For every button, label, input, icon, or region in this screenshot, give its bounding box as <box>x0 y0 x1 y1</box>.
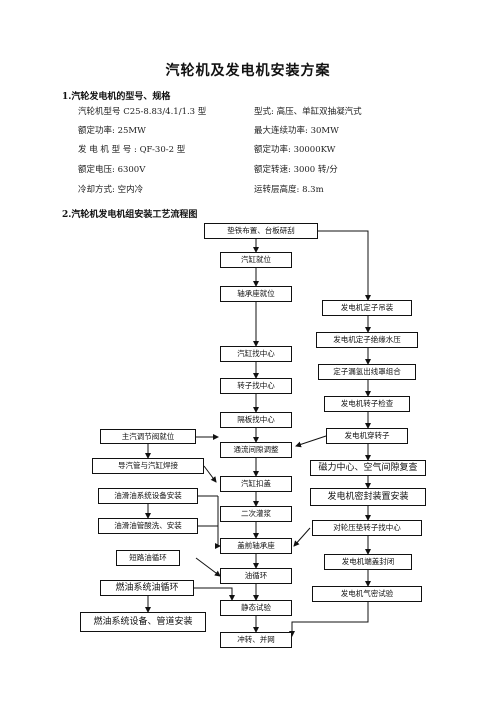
flow-gen-9: 发电机气密试验 <box>312 586 422 602</box>
flow-gen-7: 对轮压垫转子找中心 <box>312 520 422 536</box>
spec-left-3: 额定电压: 6300V <box>78 165 146 175</box>
flow-main-11: 冲转、并网 <box>220 632 292 648</box>
flow-main-4: 隔板找中心 <box>220 412 292 428</box>
flow-left-2: 油滑油系统设备安装 <box>98 488 198 504</box>
spec-right-0: 型式: 高压、单缸双抽凝汽式 <box>254 107 362 117</box>
flow-gen-2: 定子漏氢出线罩组合 <box>318 364 416 380</box>
flow-box-top: 垫铁布置、台板研刮 <box>204 223 318 239</box>
flow-main-2: 汽缸找中心 <box>220 346 292 362</box>
flow-gen-0: 发电机定子吊装 <box>322 300 412 316</box>
section2-heading: 2.汽轮机发电机组安装工艺流程图 <box>62 210 198 220</box>
flow-main-7: 二次灌浆 <box>220 506 292 522</box>
flow-left-0: 主汽调节阀就位 <box>100 429 196 444</box>
flow-main-6: 汽缸扣盖 <box>220 476 292 492</box>
flow-left-6: 燃油系统设备、管道安装 <box>80 612 206 632</box>
spec-right-2: 额定功率: 30000KW <box>254 145 336 155</box>
flow-main-1: 轴承座就位 <box>220 286 292 302</box>
spec-right-1: 最大连续功率: 30MW <box>254 126 339 136</box>
spec-right-4: 运转层高度: 8.3m <box>254 185 324 195</box>
flow-main-9: 油循环 <box>220 568 292 584</box>
section1-heading: 1.汽轮发电机的型号、规格 <box>62 92 171 102</box>
spec-left-2: 发 电 机 型 号 : QF-30-2 型 <box>78 145 186 155</box>
spec-right-3: 额定转速: 3000 转/分 <box>254 165 338 175</box>
flow-gen-1: 发电机定子绝缘水压 <box>316 332 418 348</box>
flow-left-4: 短路油循环 <box>116 550 180 566</box>
flow-gen-5: 磁力中心、空气间隙复查 <box>310 460 426 476</box>
spec-left-0: 汽轮机型号 C25-8.83/4.1/1.3 型 <box>78 107 207 117</box>
flow-left-3: 油滑油管酸洗、安装 <box>98 518 198 534</box>
flow-gen-8: 发电机端盖封闭 <box>324 554 412 570</box>
flow-main-3: 转子找中心 <box>220 378 292 394</box>
flow-main-5: 通流间隙调整 <box>220 442 292 458</box>
page-title: 汽轮机及发电机安装方案 <box>165 63 331 79</box>
flow-main-0: 汽缸就位 <box>220 252 292 268</box>
flow-main-10: 静态试验 <box>220 600 292 616</box>
flow-gen-4: 发电机穿转子 <box>326 428 408 444</box>
flow-left-5: 燃油系统油循环 <box>100 580 194 596</box>
flow-left-1: 导汽管与汽缸焊接 <box>92 458 204 474</box>
spec-left-1: 额定功率: 25MW <box>78 126 146 136</box>
flow-gen-3: 发电机转子检查 <box>324 396 410 412</box>
flow-main-8: 盖前轴承座 <box>220 538 292 554</box>
spec-left-4: 冷却方式: 空内冷 <box>78 185 144 195</box>
flow-gen-6: 发电机密封装置安装 <box>310 488 426 506</box>
